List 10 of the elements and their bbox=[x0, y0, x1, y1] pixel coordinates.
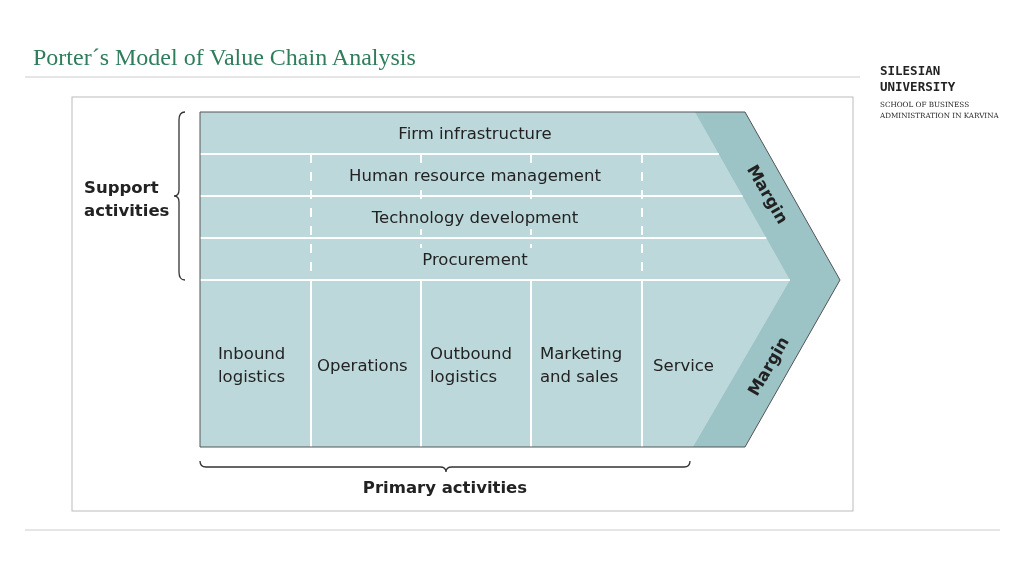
activity-cell-text: Operations bbox=[317, 354, 408, 377]
slide-title: Porter´s Model of Value Chain Analysis bbox=[33, 44, 416, 71]
activity-cell-text: Service bbox=[653, 354, 714, 377]
activity-cell-text: Marketing and sales bbox=[540, 343, 624, 388]
university-name: SILESIAN UNIVERSITY bbox=[880, 63, 957, 95]
activity-cell-text: Outbound logistics bbox=[430, 343, 513, 388]
bracket-label: Primary activities bbox=[361, 478, 529, 497]
bracket-label: Support activities bbox=[84, 177, 171, 222]
activity-cell-text: Inbound logistics bbox=[218, 343, 287, 388]
activity-band-text: Procurement bbox=[418, 247, 532, 271]
